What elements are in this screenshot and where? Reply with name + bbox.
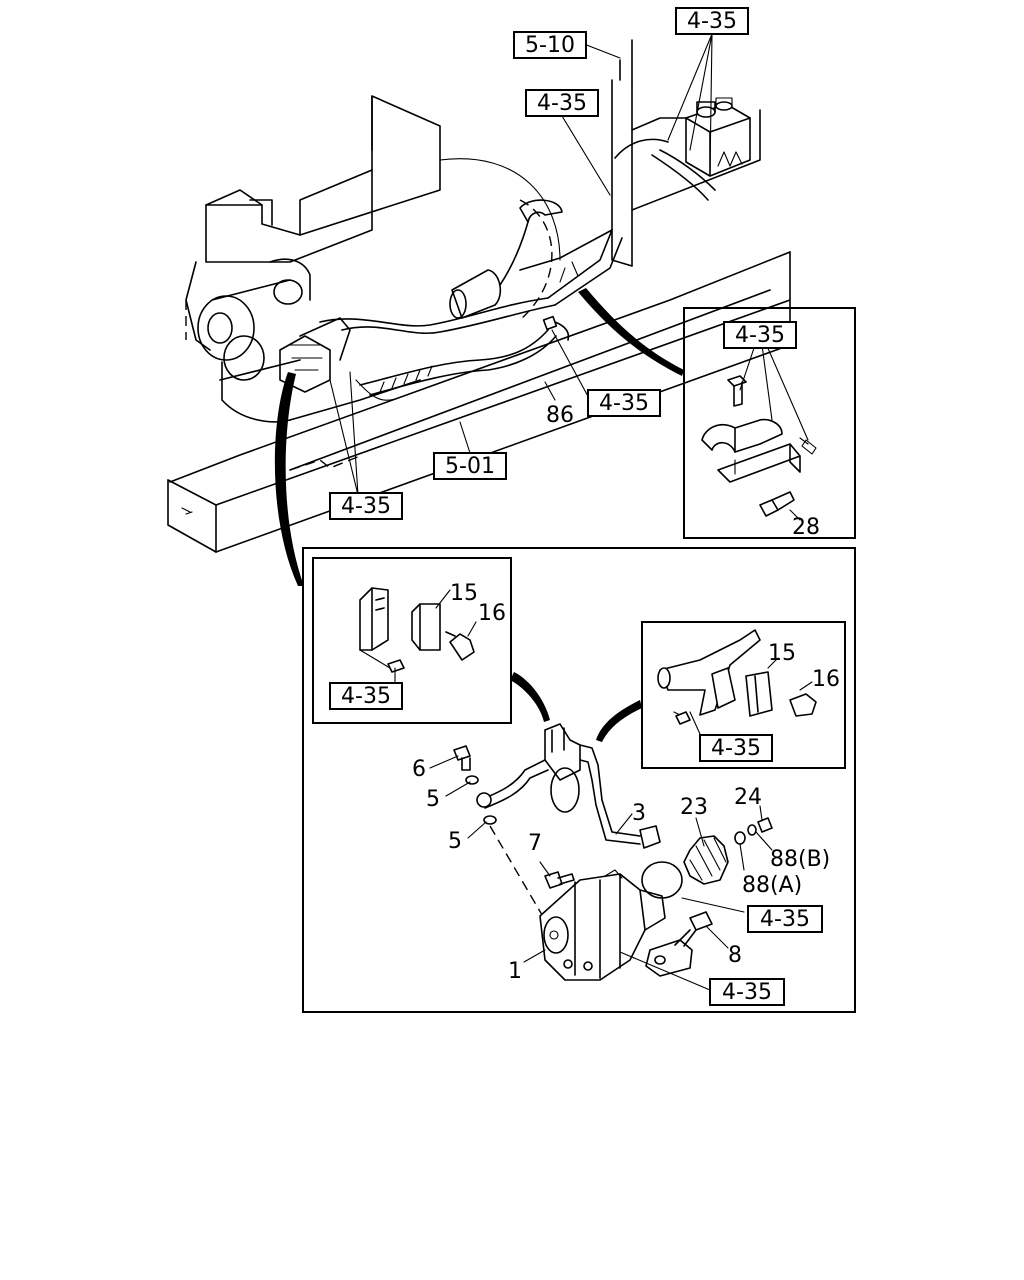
part-label-5-upper: 5 <box>426 787 440 812</box>
ref-4-35-inset-tr-text: 4-35 <box>735 323 785 348</box>
ref-box-4-35-ring: 4-35 <box>747 905 823 933</box>
ref-box-4-35-inset-l: 4-35 <box>329 682 403 710</box>
ref-box-5-10: 5-10 <box>513 31 587 59</box>
engine-assembly <box>185 95 563 423</box>
compressor-detail-panel <box>302 547 856 1013</box>
part-label-88a: 88(A) <box>742 873 802 898</box>
ref-4-35-inset-r-text: 4-35 <box>711 736 761 761</box>
part-label-16-left: 16 <box>478 601 506 626</box>
part-label-86: 86 <box>546 403 574 428</box>
reservoir-tank <box>614 97 751 201</box>
ref-4-35-upper-text: 4-35 <box>537 91 587 116</box>
ref-box-4-35-upper: 4-35 <box>525 89 599 117</box>
part-label-15-right: 15 <box>768 641 796 666</box>
part-label-28: 28 <box>792 515 820 540</box>
chassis-frame-rail <box>167 39 791 553</box>
ref-4-35-inset-l-text: 4-35 <box>341 684 391 709</box>
ref-4-35-bottom-text: 4-35 <box>722 980 772 1005</box>
part-label-7: 7 <box>528 831 542 856</box>
ref-box-4-35-left: 4-35 <box>329 492 403 520</box>
part-label-3: 3 <box>632 801 646 826</box>
part-label-8: 8 <box>728 943 742 968</box>
part-label-24: 24 <box>734 785 762 810</box>
part-label-6: 6 <box>412 757 426 782</box>
part-label-23: 23 <box>680 795 708 820</box>
ref-5-10-text: 5-10 <box>525 33 575 58</box>
ref-box-4-35-inset-r: 4-35 <box>699 734 773 762</box>
ref-5-01-text: 5-01 <box>445 454 495 479</box>
leader-lines-upper <box>274 33 713 586</box>
ref-box-4-35-bottom: 4-35 <box>709 978 785 1006</box>
inset-clamp-top-right <box>683 307 856 539</box>
part-label-1: 1 <box>508 959 522 984</box>
part-label-15-left: 15 <box>450 581 478 606</box>
part-label-5-lower: 5 <box>448 829 462 854</box>
ref-4-35-top-text: 4-35 <box>687 9 737 34</box>
ref-box-4-35-inset-tr: 4-35 <box>723 321 797 349</box>
ref-box-5-01: 5-01 <box>433 452 507 480</box>
ref-box-4-35-mid: 4-35 <box>587 389 661 417</box>
ref-4-35-mid-text: 4-35 <box>599 391 649 416</box>
ref-4-35-left-text: 4-35 <box>341 494 391 519</box>
part-label-16-right: 16 <box>812 667 840 692</box>
part-label-88b: 88(B) <box>770 847 830 872</box>
piping-route <box>319 229 623 396</box>
ref-box-4-35-top: 4-35 <box>675 7 749 35</box>
ref-4-35-ring-text: 4-35 <box>760 907 810 932</box>
